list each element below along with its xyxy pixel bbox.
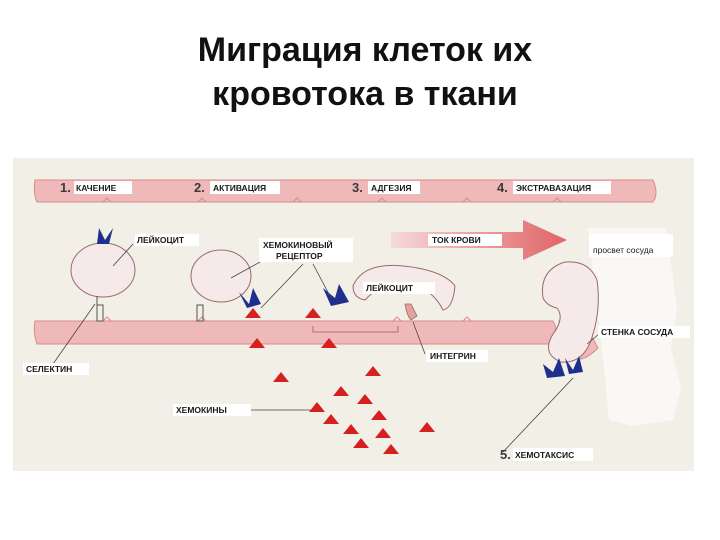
selectin-label: СЕЛЕКТИН — [26, 364, 72, 374]
step-5-label: ХЕМОТАКСИС — [515, 450, 574, 460]
chemokine-icon — [273, 372, 289, 382]
chemokine-receptor-label-line-2: РЕЦЕПТОР — [276, 251, 323, 261]
chemokine-icon — [357, 394, 373, 404]
receptor-icon — [97, 228, 113, 244]
slide-title: Миграция клеток их кровотока в ткани — [0, 28, 720, 116]
leukocyte-rolling — [70, 228, 136, 322]
receptor-icon — [239, 288, 261, 308]
upper-vessel-wall — [33, 179, 657, 203]
chemokines-label: ХЕМОКИНЫ — [176, 405, 227, 415]
leukocyte-migration-diagram: 1. 2. 3. 4. 5. КАЧЕНИЕ АКТИВАЦИЯ АДГЕЗИЯ… — [13, 158, 694, 471]
receptor-icon — [565, 356, 583, 374]
chemokine-icon — [323, 414, 339, 424]
leukocyte-label-2: ЛЕЙКОЦИТ — [366, 282, 414, 293]
leukocyte-adhering — [323, 264, 456, 321]
step-5-number: 5. — [500, 447, 511, 462]
chemokine-icon — [333, 386, 349, 396]
chemokine-icon — [419, 422, 435, 432]
chemokine-icon — [365, 366, 381, 376]
chemokine-icon — [343, 424, 359, 434]
chemokine-icon — [375, 428, 391, 438]
receptor-icon — [323, 284, 349, 306]
leukocyte-activating — [190, 249, 261, 322]
chemokine-icon — [245, 308, 261, 318]
step-2-number: 2. — [194, 180, 205, 195]
step-3-number: 3. — [352, 180, 363, 195]
leukocyte-label-1: ЛЕЙКОЦИТ — [137, 234, 185, 245]
step-4-label: ЭКСТРАВАЗАЦИЯ — [516, 183, 591, 193]
step-4-number: 4. — [497, 180, 508, 195]
chemokine-icon — [305, 308, 321, 318]
chemokine-icon — [371, 410, 387, 420]
leukocyte-extravasating — [541, 261, 599, 378]
receptor-icon — [543, 358, 565, 378]
blood-flow-label: ТОК КРОВИ — [432, 235, 481, 245]
chemokine-icon — [309, 402, 325, 412]
step-1-label: КАЧЕНИЕ — [76, 183, 117, 193]
integrin-label: ИНТЕГРИН — [430, 351, 476, 361]
chemokine-icon — [353, 438, 369, 448]
title-line-2: кровотока в ткани — [212, 75, 518, 113]
chemokines — [245, 308, 435, 454]
title-line-1: Миграция клеток их — [197, 31, 533, 69]
chemokine-icon — [249, 338, 265, 348]
lower-vessel-wall — [33, 316, 557, 345]
step-1-number: 1. — [60, 180, 71, 195]
chemokine-icon — [383, 444, 399, 454]
vessel-wall-label: СТЕНКА СОСУДА — [601, 327, 673, 337]
chemokine-icon — [321, 338, 337, 348]
step-3-label: АДГЕЗИЯ — [371, 183, 412, 193]
vessel-lumen-label: просвет сосуда — [593, 245, 654, 255]
step-2-label: АКТИВАЦИЯ — [213, 183, 266, 193]
chemokine-receptor-label-line-1: ХЕМОКИНОВЫЙ — [263, 239, 333, 250]
